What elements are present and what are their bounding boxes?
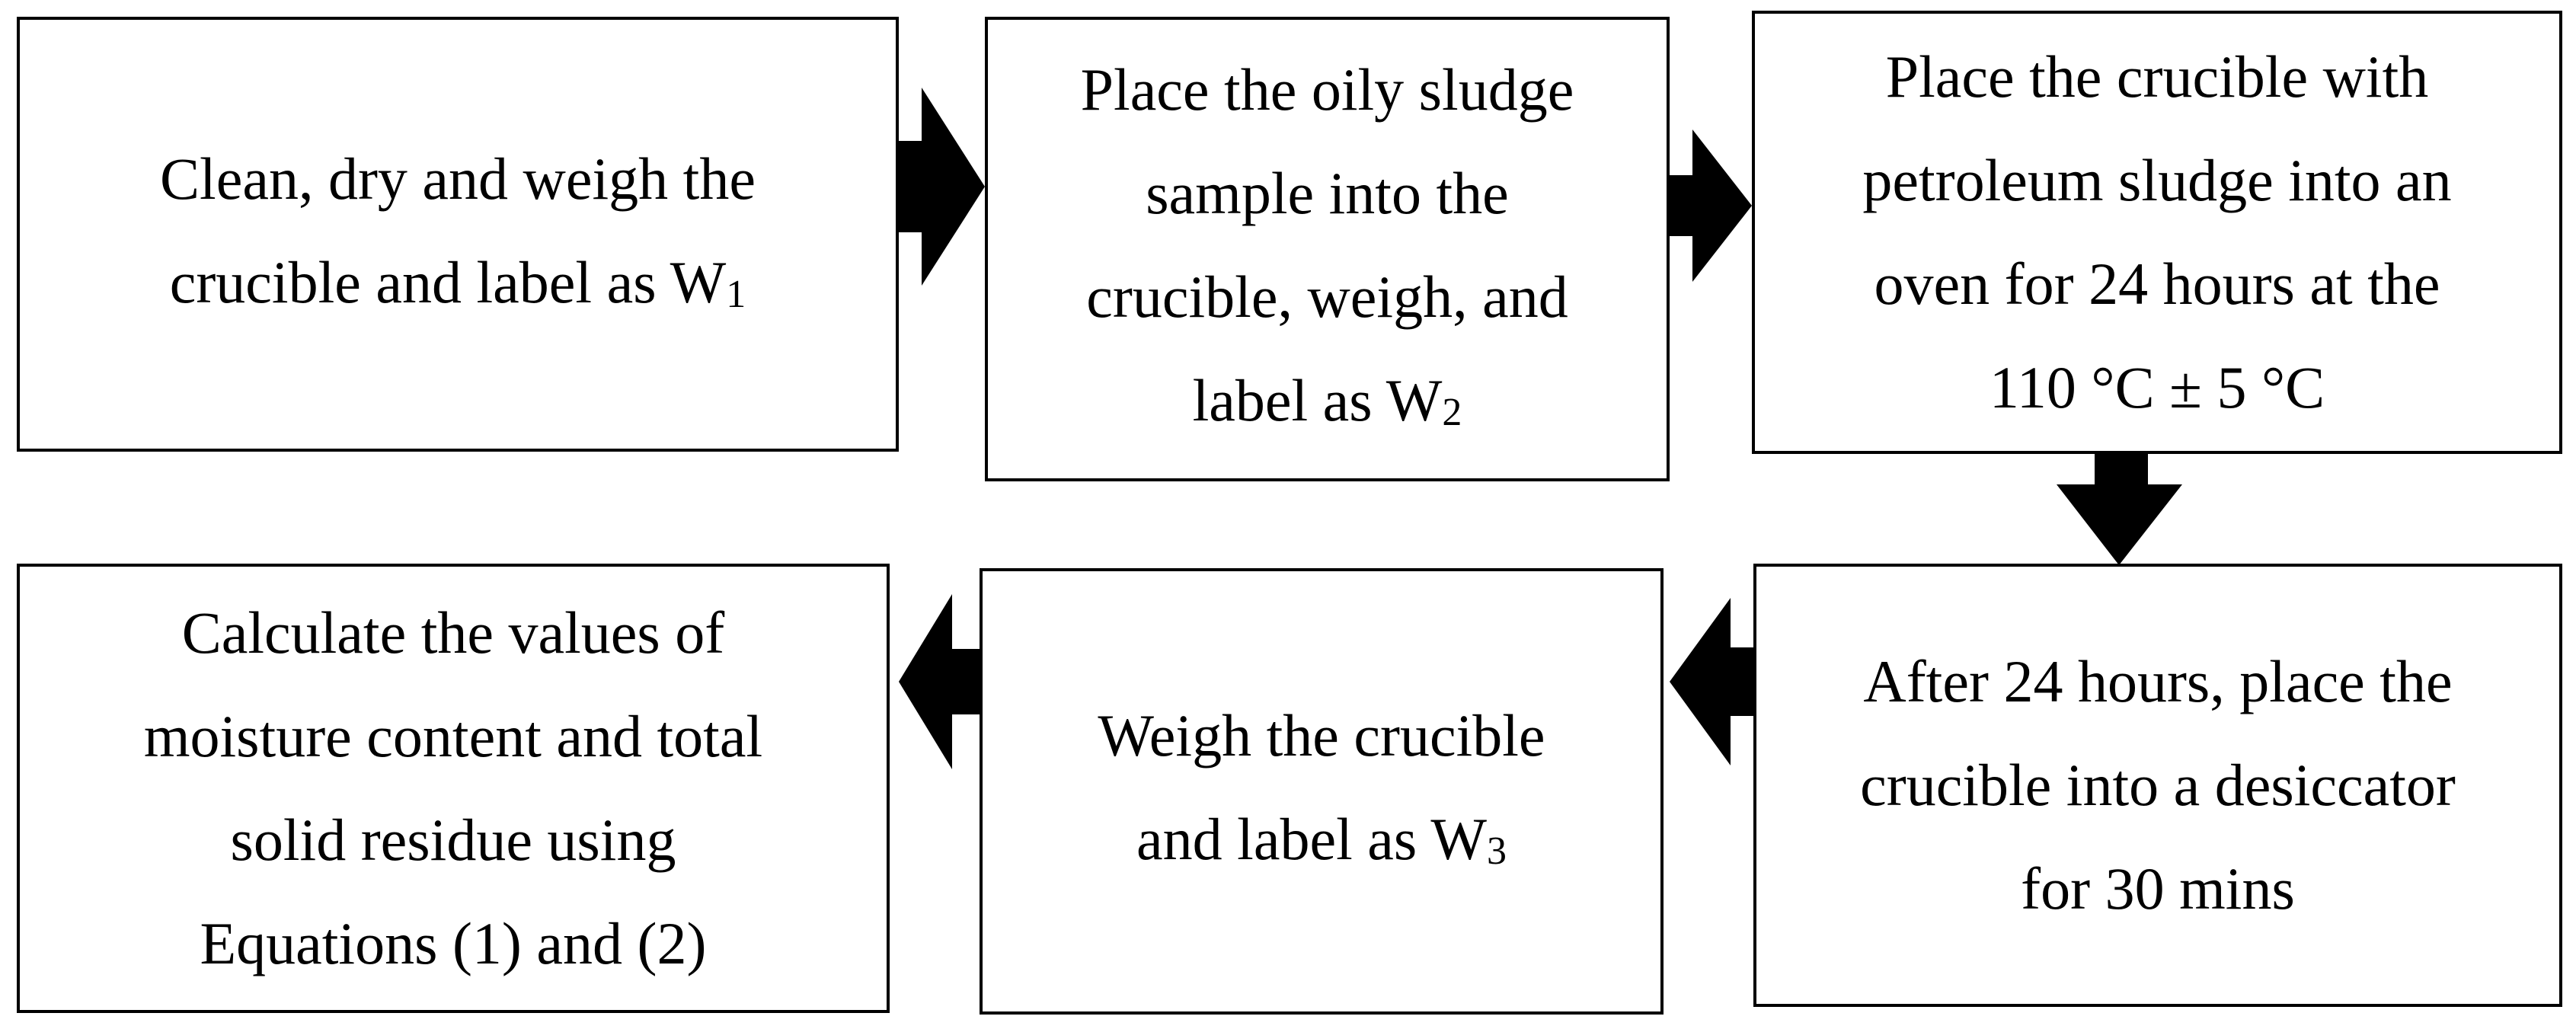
- arrow-down-icon: [2057, 454, 2182, 565]
- subscript: 3: [1486, 829, 1507, 873]
- step-text: Clean, dry and weigh the crucible and la…: [160, 127, 756, 342]
- step-line: crucible and label as W1: [169, 248, 746, 316]
- step-text: After 24 hours, place the crucible into …: [1860, 630, 2456, 941]
- step-line: solid residue using: [230, 807, 676, 873]
- step-line: sample into the: [1146, 160, 1509, 226]
- step-line: Weigh the crucible: [1098, 702, 1545, 769]
- arrow-left-icon: [899, 594, 980, 769]
- step-text: Place the crucible with petroleum sludge…: [1862, 25, 2451, 439]
- step-text: Calculate the values of moisture content…: [144, 581, 762, 995]
- step-line: label as W2: [1192, 367, 1462, 434]
- step-box-weigh-w3: Weigh the crucible and label as W3: [980, 568, 1664, 1015]
- step-box-oven: Place the crucible with petroleum sludge…: [1752, 11, 2562, 454]
- step-box-place-sample: Place the oily sludge sample into the cr…: [985, 17, 1670, 481]
- arrow-left-icon: [1670, 598, 1753, 765]
- subscript: 2: [1442, 391, 1462, 434]
- step-line: petroleum sludge into an: [1862, 147, 2452, 213]
- step-text: Place the oily sludge sample into the cr…: [1081, 38, 1574, 460]
- step-line: After 24 hours, place the: [1863, 648, 2453, 714]
- arrow-right-icon: [899, 88, 985, 286]
- step-line: and label as W3: [1136, 806, 1507, 873]
- step-line: crucible, weigh, and: [1086, 264, 1568, 330]
- step-line: crucible into a desiccator: [1860, 752, 2456, 818]
- step-line: 110 °C ± 5 °C: [1989, 354, 2325, 420]
- step-line: Equations (1) and (2): [200, 910, 707, 976]
- step-line: oven for 24 hours at the: [1874, 251, 2440, 317]
- step-line: Calculate the values of: [181, 599, 725, 666]
- step-line: moisture content and total: [143, 703, 763, 769]
- arrow-right-icon: [1670, 129, 1752, 282]
- subscript: 1: [726, 272, 746, 316]
- step-box-calculate: Calculate the values of moisture content…: [17, 564, 890, 1013]
- step-box-desiccator: After 24 hours, place the crucible into …: [1753, 564, 2562, 1007]
- step-line: Place the oily sludge: [1080, 56, 1574, 123]
- step-line: Place the crucible with: [1885, 43, 2429, 110]
- step-line: Clean, dry and weigh the: [160, 145, 756, 212]
- step-box-clean-dry-weigh: Clean, dry and weigh the crucible and la…: [17, 17, 899, 452]
- step-text: Weigh the crucible and label as W3: [1098, 684, 1545, 899]
- step-line: for 30 mins: [2021, 855, 2295, 922]
